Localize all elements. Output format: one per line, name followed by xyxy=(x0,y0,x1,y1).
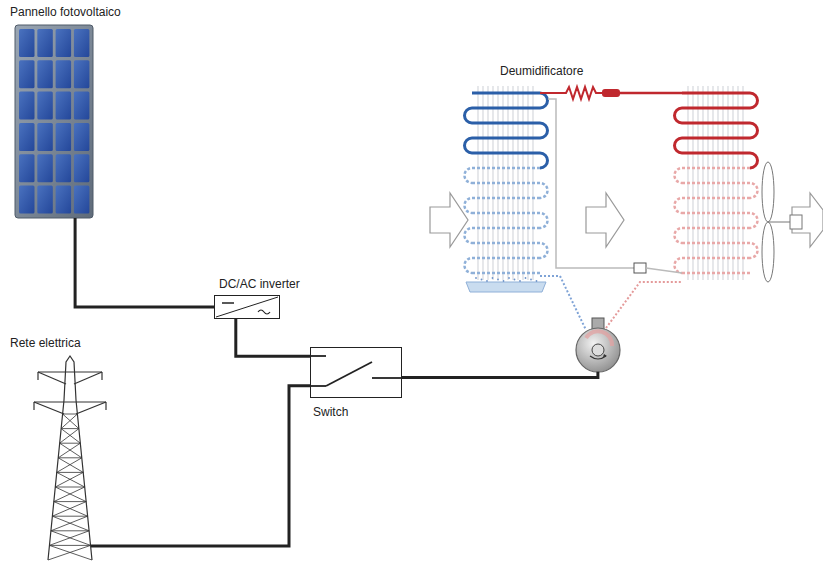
inverter-symbol xyxy=(216,297,278,317)
power-wire xyxy=(236,319,310,356)
solar-panel xyxy=(15,25,93,218)
power-wire xyxy=(100,386,310,546)
switch-symbol xyxy=(310,356,402,386)
power-wire xyxy=(402,372,598,378)
switch-box: Switch xyxy=(310,347,402,398)
node-label: DC/AC inverter xyxy=(219,277,300,291)
inverter-box: DC/AC inverter xyxy=(214,295,280,319)
power-pylon xyxy=(34,356,106,560)
solar-panel-node: Pannello fotovoltaico xyxy=(15,25,93,218)
dehumidifier-node: Deumidificatore xyxy=(428,85,823,390)
power-wire xyxy=(75,218,214,307)
pylon-node: Rete elettrica xyxy=(30,355,100,565)
node-label: Switch xyxy=(313,405,348,419)
node-label: Deumidificatore xyxy=(500,64,583,78)
node-label: Rete elettrica xyxy=(10,336,81,350)
dehumidifier-illustration xyxy=(430,86,823,372)
node-label: Pannello fotovoltaico xyxy=(10,5,121,19)
